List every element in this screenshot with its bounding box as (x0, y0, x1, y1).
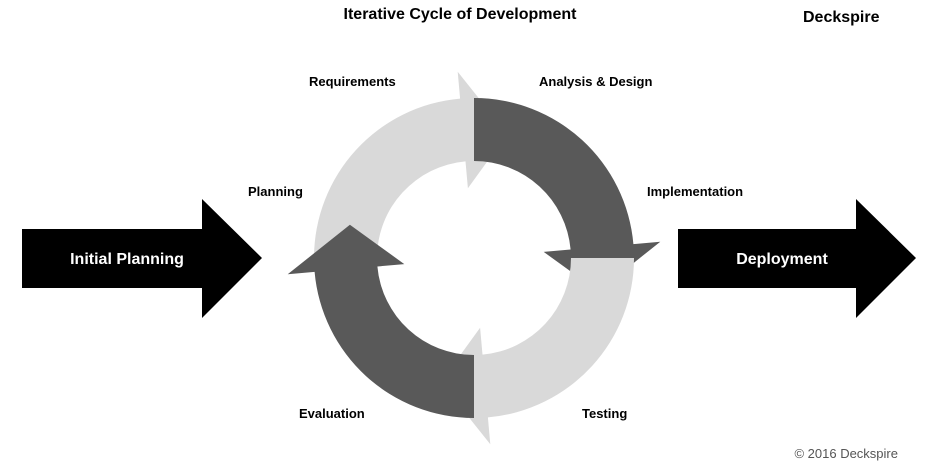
deployment-label: Deployment (736, 251, 828, 268)
deployment-arrow (678, 199, 916, 318)
cycle-segment-testing (440, 258, 634, 445)
cycle-label-planning: Planning (248, 184, 303, 199)
cycle-label-implementation: Implementation (647, 184, 744, 199)
cycle-label-analysis-design: Analysis & Design (539, 74, 653, 89)
cycle-segment-requirements (314, 71, 508, 258)
cycle-label-evaluation: Evaluation (299, 406, 365, 421)
cycle-segment-analysis-implementation (474, 98, 661, 292)
cycle-label-requirements: Requirements (309, 74, 396, 89)
brand-logo-text: Deckspire (803, 9, 880, 26)
cycle-label-testing: Testing (582, 406, 628, 421)
diagram-title: Iterative Cycle of Development (343, 6, 577, 23)
initial-planning-label: Initial Planning (70, 251, 184, 268)
copyright-notice: © 2016 Deckspire (794, 446, 898, 461)
initial-planning-arrow (22, 199, 262, 318)
cycle-segment-evaluation (287, 224, 474, 418)
